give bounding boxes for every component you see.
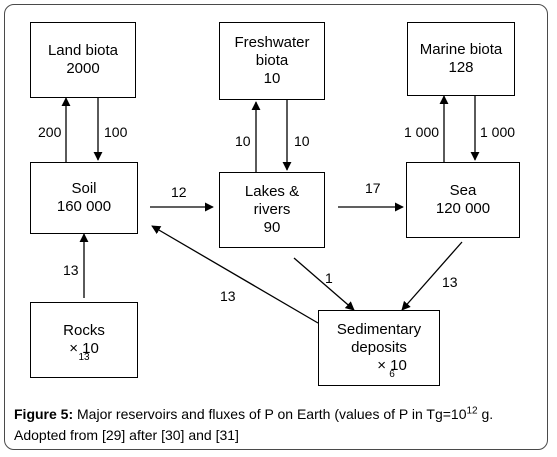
reservoir-sea: Sea 120 000: [406, 162, 520, 238]
caption-exponent: 12: [466, 405, 478, 417]
reservoir-freshwater-biota: Freshwater biota 10: [219, 22, 325, 100]
value-prefix: × 10: [377, 357, 407, 374]
flux-label-marine-biota-to-sea: 1 000: [480, 124, 516, 140]
flux-label-rocks-to-soil: 13: [63, 262, 79, 278]
reservoir-value: 160 000: [56, 198, 112, 215]
reservoir-name-line1: Lakes &: [244, 183, 300, 200]
flux-label-freshwater-biota-to-lakes: 10: [294, 133, 310, 149]
reservoir-name: Marine biota: [419, 41, 503, 58]
reservoir-value: 2000: [66, 60, 100, 77]
reservoir-name-line2: deposits: [351, 339, 407, 356]
arrow-lakes-to-sediment: [293, 257, 355, 311]
reservoir-name-line2: biota: [255, 52, 289, 69]
reservoir-name: Soil: [71, 180, 97, 197]
flux-label-lakes-to-sediment: 1: [325, 270, 333, 286]
reservoir-name: Land biota: [47, 42, 119, 59]
caption-text-part2: g. Adopted from [29] after [30] and [31]: [14, 406, 494, 443]
flux-label-sediment-to-soil: 13: [220, 288, 236, 304]
reservoir-name-line1: Freshwater: [234, 34, 310, 51]
flux-label-sea-to-marine-biota: 1 000: [404, 124, 440, 140]
reservoir-value: 120 000: [435, 200, 491, 217]
reservoir-soil: Soil 160 000: [30, 162, 138, 234]
caption-text-part1: Major reservoirs and fluxes of P on Eart…: [73, 406, 467, 422]
caption-label: Figure 5:: [14, 406, 74, 422]
reservoir-marine-biota: Marine biota 128: [407, 22, 515, 96]
arrow-sediment-to-soil: [151, 225, 319, 324]
reservoir-value: 128: [448, 59, 474, 76]
value-prefix: × 10: [69, 340, 99, 357]
reservoir-name: Rocks: [63, 322, 105, 339]
reservoir-value: 10: [263, 70, 281, 87]
figure-caption: Figure 5: Major reservoirs and fluxes of…: [14, 404, 544, 446]
reservoir-lakes-rivers: Lakes & rivers 90: [219, 172, 325, 248]
reservoir-name-line1: Sedimentary: [336, 321, 422, 338]
arrow-sea-to-sediment: [401, 241, 463, 311]
reservoir-value: 90: [263, 219, 281, 236]
flux-label-lakes-to-sea: 17: [365, 180, 381, 196]
reservoir-name-line2: rivers: [253, 201, 291, 218]
flux-label-soil-to-lakes: 12: [171, 184, 187, 200]
flux-label-soil-to-land-biota: 200: [38, 124, 62, 140]
flux-label-sea-to-sediment: 13: [442, 274, 458, 290]
reservoir-land-biota: Land biota 2000: [30, 22, 136, 98]
flux-label-land-biota-to-soil: 100: [104, 124, 128, 140]
reservoir-name: Sea: [449, 182, 477, 199]
flux-label-lakes-to-freshwater-biota: 10: [235, 133, 251, 149]
